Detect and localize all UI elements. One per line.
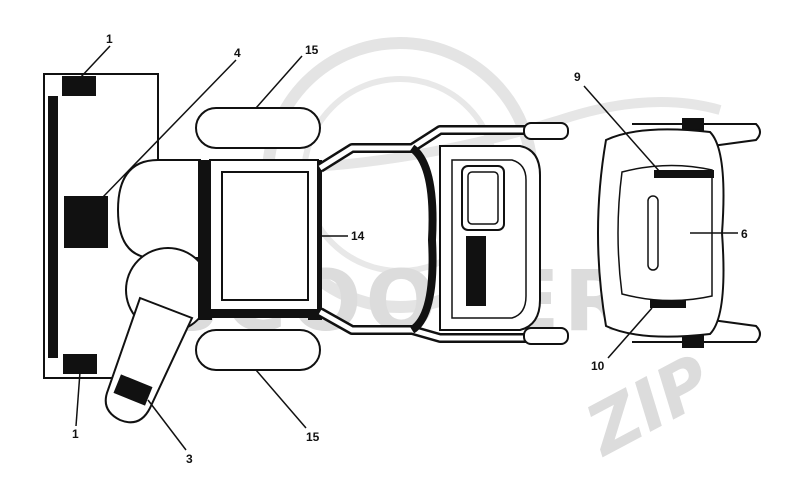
label-10 (650, 300, 686, 308)
leader-3 (147, 399, 187, 451)
leader-9 (583, 85, 661, 173)
callout-1-top: 1 (106, 32, 113, 46)
leader-15-top (255, 55, 303, 109)
label-4 (64, 196, 108, 248)
callout-15-bottom: 15 (306, 430, 320, 444)
callout-10: 10 (591, 359, 605, 373)
front-deck-label (466, 236, 486, 306)
callout-14: 14 (351, 229, 365, 243)
callout-3: 3 (186, 452, 193, 466)
front-fairing (597, 118, 761, 348)
leader-4 (101, 59, 237, 199)
front-grip-bottom (523, 327, 569, 345)
frame-tube-middle (409, 144, 437, 334)
callout-9: 9 (574, 70, 581, 84)
callout-1-bottom: 1 (72, 427, 79, 441)
handlebar-clamp-top (682, 118, 704, 132)
wheel-top (195, 107, 321, 149)
center-box-inner (221, 171, 309, 301)
label-9 (654, 170, 714, 178)
fairing-slot (647, 195, 659, 271)
leader-15-bottom (255, 369, 307, 429)
callout-6: 6 (741, 227, 748, 241)
label-1-top (62, 76, 96, 96)
wheel-bottom (195, 329, 321, 371)
leader-1-top (79, 45, 111, 79)
front-deck (439, 145, 541, 331)
handlebar-clamp-bottom (682, 334, 704, 348)
callout-4: 4 (234, 46, 241, 60)
front-grip-top (523, 122, 569, 140)
leader-10 (607, 307, 653, 359)
leader-lines (75, 45, 738, 451)
callout-15-top: 15 (305, 43, 319, 57)
leader-1-bottom (75, 371, 81, 427)
front-deck-window-inner (467, 171, 499, 225)
label-1-bottom (63, 354, 97, 374)
left-panel-edge-strip (48, 96, 58, 358)
label-3 (113, 374, 153, 406)
seat-back (116, 159, 201, 259)
center-box-frame-left (198, 160, 212, 320)
frame-tubes (317, 125, 528, 343)
center-box (198, 159, 322, 320)
